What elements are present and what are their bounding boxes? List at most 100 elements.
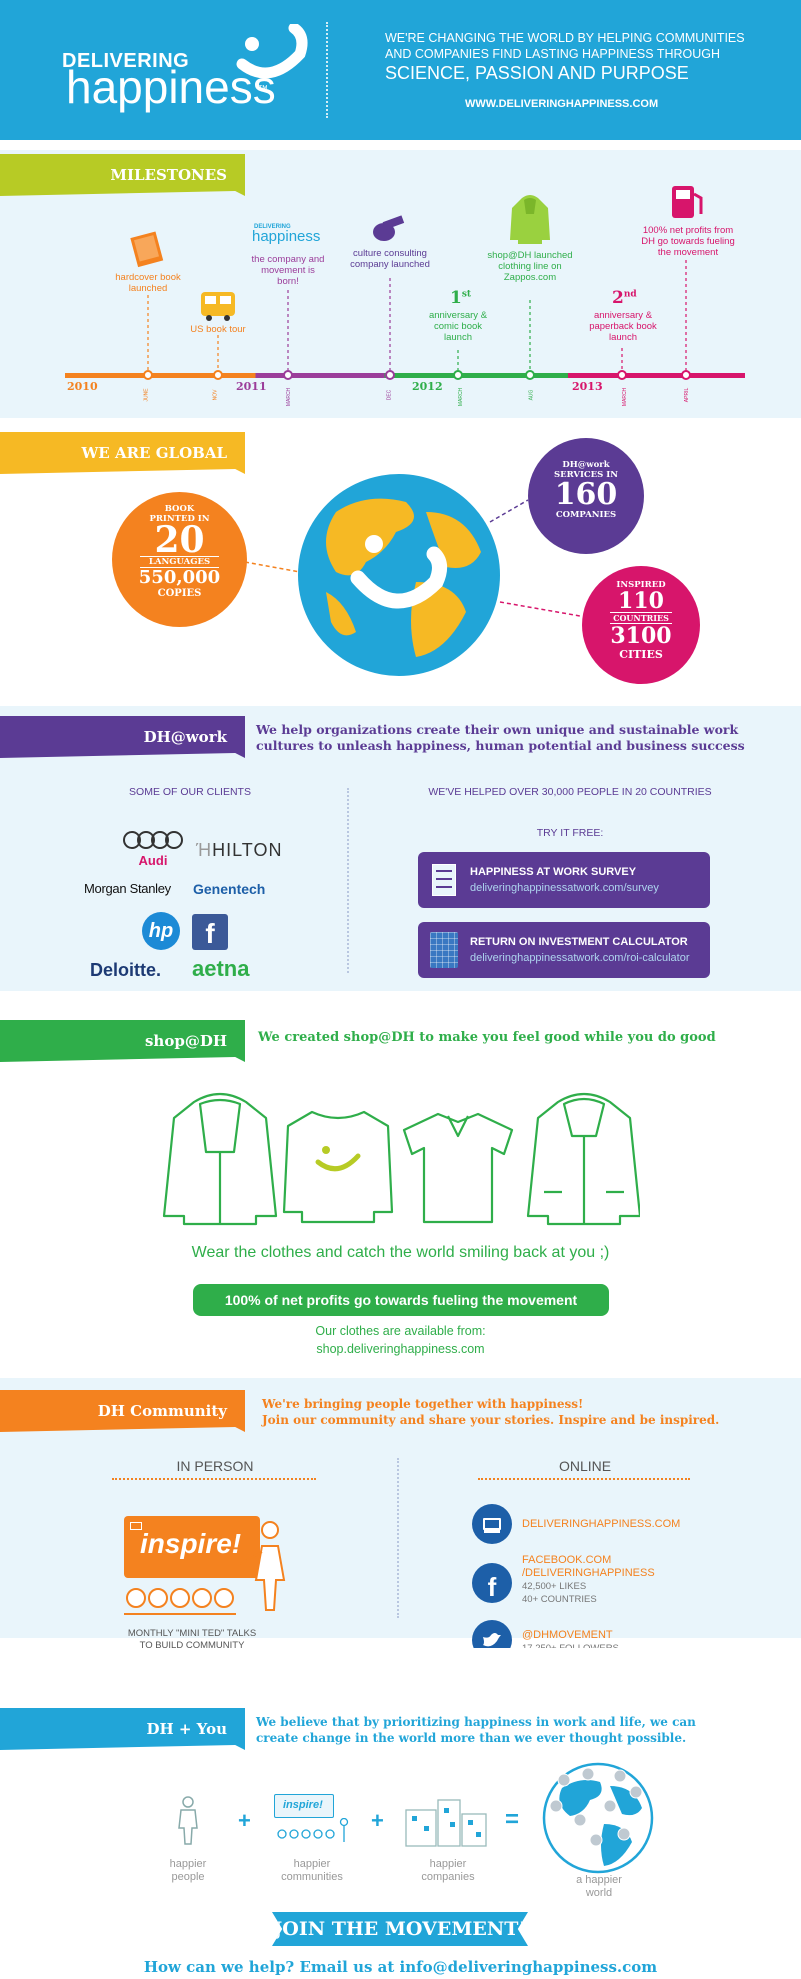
tagline-line-2: AND COMPANIES FIND LASTING HAPPINESS THR… bbox=[385, 47, 721, 61]
helped-text: WE'VE HELPED OVER 30,000 PEOPLE IN 20 CO… bbox=[428, 786, 712, 798]
communities-icon: inspire! bbox=[274, 1794, 354, 1844]
shop-description: We created shop@DH to make you feel good… bbox=[258, 1030, 716, 1045]
global-section: WE ARE GLOBAL BOOK PRINTED IN 20 LANGUAG… bbox=[0, 432, 801, 697]
join-movement-label: JOIN THE MOVEMENT! bbox=[273, 1918, 527, 1940]
facebook-icon[interactable]: f bbox=[472, 1563, 512, 1603]
event-consult: culture consulting company launched bbox=[350, 248, 430, 270]
in-person-underline bbox=[112, 1478, 316, 1480]
header-tagline: WE'RE CHANGING THE WORLD BY HELPING COMM… bbox=[385, 30, 775, 110]
header-url[interactable]: WWW.DELIVERINGHAPPINESS.COM bbox=[465, 98, 659, 110]
community-divider bbox=[397, 1458, 399, 1618]
aetna-logo: aetna bbox=[192, 956, 250, 981]
inspire-board: inspire! bbox=[124, 1516, 260, 1578]
work-companies-count: 160 bbox=[554, 477, 618, 512]
hilton-logo: ΉHILTON bbox=[196, 840, 283, 860]
first-anniversary-num: 1st bbox=[450, 288, 472, 308]
website-link[interactable]: DELIVERINGHAPPINESS.COM bbox=[522, 1518, 681, 1530]
survey-button[interactable]: HAPPINESS AT WORK SURVEY deliveringhappi… bbox=[418, 852, 710, 908]
dhwork-description: We help organizations create their own u… bbox=[256, 722, 745, 753]
globe-icon bbox=[298, 474, 500, 676]
milestones-tab: MILESTONES bbox=[0, 154, 245, 196]
plus-sign: + bbox=[371, 1808, 384, 1833]
year-2011: 2011 bbox=[236, 380, 267, 393]
hp-logo: hp bbox=[142, 912, 180, 950]
brand-bottom: happiness bbox=[66, 61, 276, 113]
timeline-bar bbox=[65, 373, 745, 378]
shop-tagline: Wear the clothes and catch the world smi… bbox=[191, 1244, 610, 1261]
community-description: We're bringing people together with happ… bbox=[262, 1397, 720, 1427]
morgan-logo: Morgan Stanley bbox=[84, 881, 171, 896]
book-languages-count: 20 bbox=[154, 519, 205, 561]
event-tour: US book tour bbox=[190, 324, 246, 335]
inspired-cities-count: 3100 bbox=[610, 623, 672, 649]
zip-hoodie-icon bbox=[526, 1092, 640, 1226]
calculator-icon bbox=[430, 932, 458, 968]
header-divider bbox=[326, 22, 328, 118]
roi-button[interactable]: RETURN ON INVESTMENT CALCULATOR deliveri… bbox=[418, 922, 710, 978]
event-born: the company and movement is born! bbox=[251, 254, 325, 287]
community-tab: DH Community bbox=[0, 1390, 245, 1432]
second-anniversary-num: 2nd bbox=[612, 288, 637, 308]
survey-url[interactable]: deliveringhappinessatwork.com/survey bbox=[470, 882, 659, 894]
header: DELIVERING happiness ™ WE'RE CHANGING TH… bbox=[0, 0, 801, 140]
happy-world-icon bbox=[542, 1762, 654, 1874]
community-tab-label: DH Community bbox=[97, 1402, 227, 1420]
hoodie-icon bbox=[510, 195, 550, 244]
inspired-countries-count: 110 bbox=[618, 588, 664, 614]
companies-icon bbox=[405, 1799, 487, 1847]
trademark: ™ bbox=[258, 84, 268, 95]
year-2012: 2012 bbox=[412, 380, 443, 393]
book-copies-count: 550,000 bbox=[138, 567, 221, 588]
open-hoodie-icon bbox=[162, 1092, 278, 1226]
sweater-icon bbox=[282, 1110, 394, 1224]
shop-url[interactable]: shop.deliveringhappiness.com bbox=[316, 1342, 485, 1356]
event-profits: 100% net profits from DH go towards fuel… bbox=[641, 225, 735, 258]
roi-title: RETURN ON INVESTMENT CALCULATOR bbox=[470, 936, 688, 948]
gas-pump-icon bbox=[672, 186, 703, 218]
global-tab-label: WE ARE GLOBAL bbox=[81, 444, 227, 462]
clothing-illustration bbox=[162, 1092, 640, 1226]
dhwork-section: DH@work We help organizations create the… bbox=[0, 706, 801, 991]
website-icon[interactable] bbox=[472, 1504, 512, 1544]
book-icon bbox=[130, 231, 164, 268]
tagline-line-3: SCIENCE, PASSION AND PURPOSE bbox=[385, 63, 689, 83]
equals-sign: = bbox=[505, 1806, 520, 1833]
mail-icon bbox=[130, 1522, 142, 1530]
milestones-section: MILESTONES 2010 2011 2012 2013 JUNE NOV … bbox=[0, 150, 801, 418]
audi-rings-icon bbox=[123, 831, 183, 849]
event-first-anniversary: anniversary & comic book launch bbox=[428, 310, 488, 343]
book-stat-circle: BOOK PRINTED IN 20 LANGUAGES 550,000 COP… bbox=[112, 492, 247, 627]
inspired-stat-circle: INSPIRED 110 COUNTRIES 3100 CITIES bbox=[582, 566, 700, 684]
shop-available: Our clothes are available from: bbox=[315, 1324, 486, 1338]
event-book: hardcover book launched bbox=[115, 272, 181, 294]
talks-text: MONTHLY "MINI TED" TALKS TO BUILD COMMUN… bbox=[127, 1628, 257, 1651]
you-tab: DH + You bbox=[0, 1708, 245, 1750]
try-free-label: TRY IT FREE: bbox=[536, 827, 604, 839]
contact-text[interactable]: How can we help? Email us at info@delive… bbox=[143, 1958, 658, 1976]
roi-url[interactable]: deliveringhappinessatwork.com/roi-calcul… bbox=[470, 952, 690, 964]
inspire-text: inspire! bbox=[140, 1528, 242, 1559]
shop-profits-banner: 100% of net profits go towards fueling t… bbox=[193, 1284, 609, 1316]
bus-icon bbox=[201, 292, 235, 321]
dh-small-logo: DELIVERING happiness bbox=[252, 224, 321, 245]
dhwork-divider bbox=[347, 788, 349, 973]
community-section: DH Community We're bringing people toget… bbox=[0, 1378, 801, 1660]
online-heading: ONLINE bbox=[558, 1458, 612, 1474]
brand-top: DELIVERING bbox=[62, 50, 190, 72]
whistle-icon bbox=[373, 215, 405, 241]
polo-shirt-icon bbox=[402, 1112, 514, 1224]
survey-icon bbox=[430, 862, 458, 898]
you-tab-label: DH + You bbox=[146, 1720, 227, 1738]
event-second-anniversary: anniversary & paperback book launch bbox=[589, 310, 657, 343]
global-tab: WE ARE GLOBAL bbox=[0, 432, 245, 474]
shop-section: shop@DH We created shop@DH to make you f… bbox=[0, 1006, 801, 1366]
dhwork-tab-label: DH@work bbox=[143, 728, 227, 746]
facebook-info[interactable]: FACEBOOK.COM /DELIVERINGHAPPINESS 42,500… bbox=[522, 1554, 655, 1605]
shop-tab: shop@DH bbox=[0, 1020, 245, 1062]
global-connectors bbox=[244, 499, 581, 617]
bird-icon bbox=[483, 1633, 501, 1647]
facebook-logo: f bbox=[192, 914, 228, 950]
join-movement-button[interactable]: JOIN THE MOVEMENT! bbox=[272, 1912, 528, 1946]
